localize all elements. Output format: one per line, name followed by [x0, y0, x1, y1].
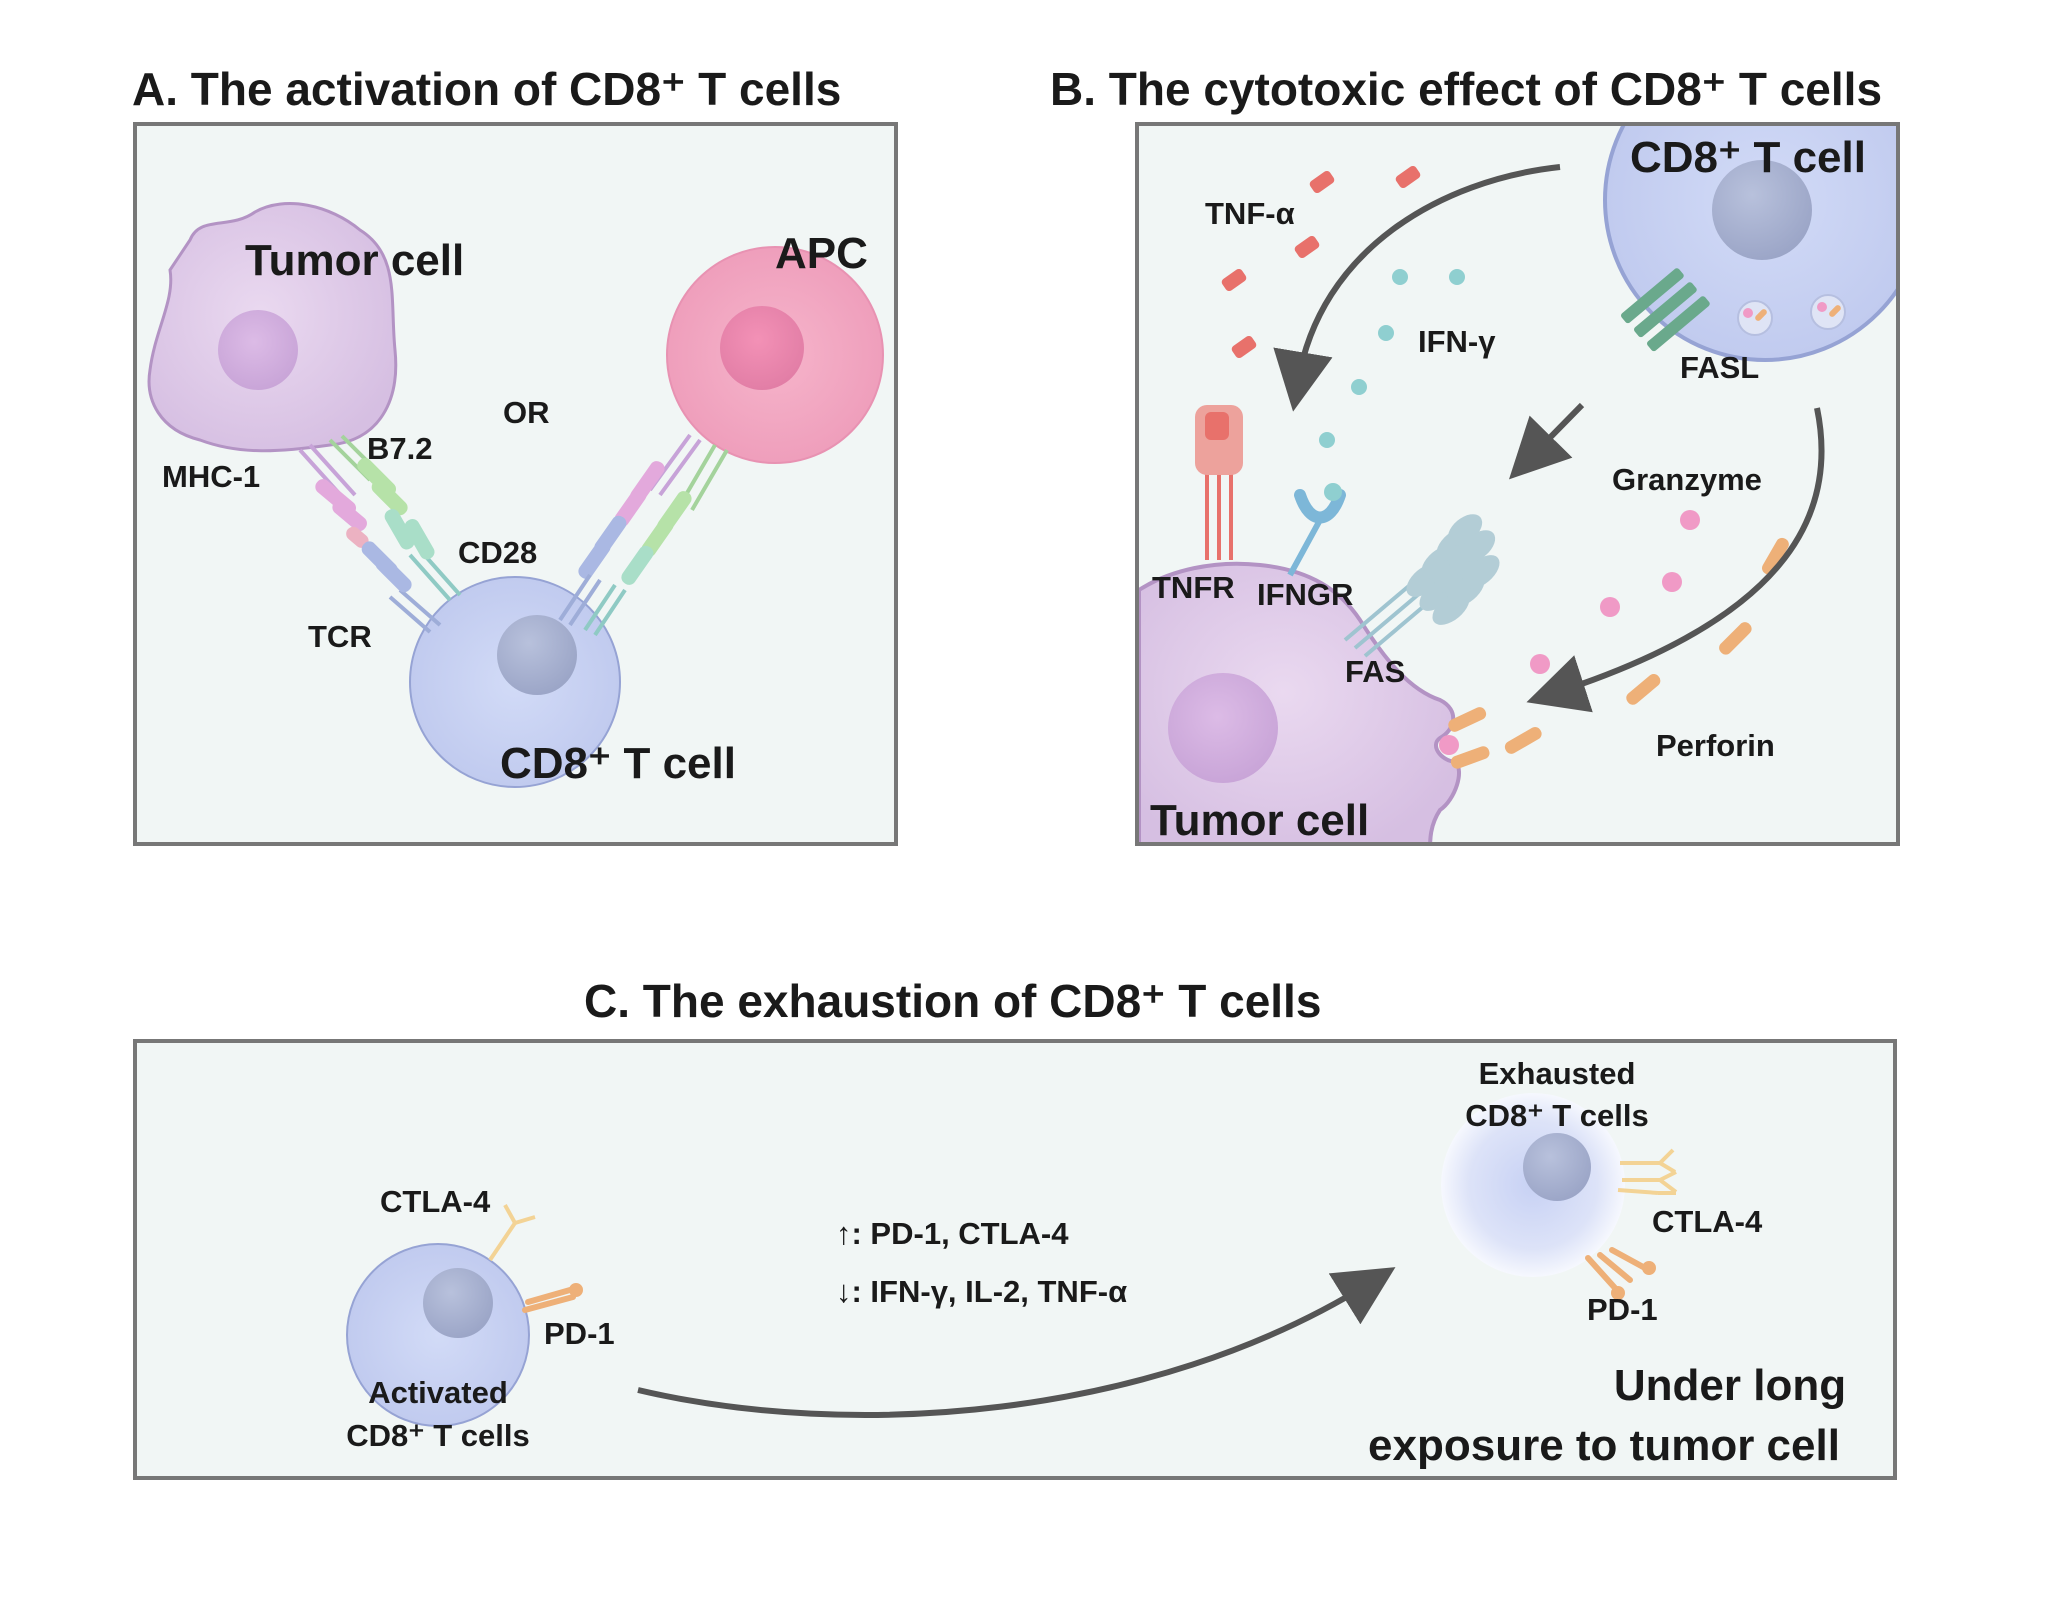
t-cell-b-nucleus — [1712, 160, 1812, 260]
arrow-tcell-to-pore — [1526, 407, 1825, 713]
panel-c: C. The exhaustion of CD8⁺ T cells CTLA-4… — [133, 975, 1897, 1480]
b72-label: B7.2 — [367, 431, 432, 466]
cd28-label: CD28 — [458, 535, 537, 570]
t-cell-a-nucleus — [497, 615, 577, 695]
pd1-left-receptor — [522, 1283, 583, 1313]
fasl-ligand — [1621, 268, 1710, 352]
perforin-particles — [1448, 537, 1789, 769]
or-label: OR — [503, 395, 550, 430]
activated-label-line1: Activated — [368, 1375, 508, 1410]
exposure-label-line2: exposure to tumor cell — [1368, 1421, 1840, 1470]
apc-nucleus — [720, 306, 804, 390]
panel-a: A. The activation of CD8⁺ T cells Tumor … — [132, 63, 898, 846]
upregulated-label: ↑: PD-1, CTLA-4 — [836, 1216, 1069, 1251]
arrow-tcell-to-tnfr — [1273, 164, 1561, 412]
tnfr-receptor — [1195, 405, 1243, 560]
pd1-left-label: PD-1 — [544, 1316, 615, 1351]
downregulated-label: ↓: IFN-γ, IL-2, TNF-α — [836, 1274, 1127, 1309]
ifn-gamma-label: IFN-γ — [1418, 324, 1496, 359]
apc-tcr-pair — [558, 433, 702, 627]
tcr-receptor — [361, 541, 442, 634]
tumor-cell-b-nucleus — [1168, 673, 1278, 783]
vesicle-1 — [1737, 300, 1773, 336]
mhc1-label: MHC-1 — [162, 459, 260, 494]
ctla4-left-receptor — [488, 1204, 536, 1262]
panel-b-title: B. The cytotoxic effect of CD8⁺ T cells — [1050, 63, 1882, 115]
ctla4-left-label: CTLA-4 — [380, 1184, 491, 1219]
fas-label: FAS — [1345, 654, 1405, 689]
perforin-label: Perforin — [1656, 728, 1775, 763]
apc-cd28-pair — [583, 443, 729, 637]
tumor-cell-a-label: Tumor cell — [245, 236, 464, 285]
pore-granzyme — [1439, 735, 1459, 755]
t-cell-a-label: CD8⁺ T cell — [500, 739, 736, 788]
vesicle-2 — [1810, 294, 1846, 330]
exhausted-t-cell-nucleus — [1523, 1133, 1591, 1201]
tnf-alpha-particles — [1221, 165, 1421, 359]
activated-label-line2: CD8⁺ T cells — [346, 1418, 530, 1453]
arrow-tcell-to-fas — [1508, 402, 1585, 480]
tumor-cell-a-nucleus — [218, 310, 298, 390]
fasl-label: FASL — [1680, 350, 1759, 385]
ctla4-right-receptor — [1617, 1148, 1678, 1195]
arrow-exhaustion — [637, 1267, 1396, 1418]
panel-b: B. The cytotoxic effect of CD8⁺ T cells … — [1050, 63, 1900, 846]
b72-receptor — [328, 434, 408, 516]
fas-receptor — [1343, 514, 1500, 658]
panel-c-title: C. The exhaustion of CD8⁺ T cells — [584, 975, 1321, 1027]
t-cell-b-label: CD8⁺ T cell — [1630, 133, 1866, 182]
tnfr-label: TNFR — [1152, 570, 1235, 605]
ifn-gamma-particles — [1319, 269, 1465, 448]
activated-t-cell-nucleus — [423, 1268, 493, 1338]
ctla4-right-label: CTLA-4 — [1652, 1204, 1763, 1239]
apc-label: APC — [775, 229, 868, 278]
tumor-cell-b-label: Tumor cell — [1150, 796, 1369, 845]
pd1-right-label: PD-1 — [1587, 1292, 1658, 1327]
exhausted-label-line1: Exhausted — [1479, 1056, 1636, 1091]
mhc1-receptor — [298, 443, 369, 548]
ifngr-label: IFNGR — [1257, 577, 1353, 612]
exposure-label-line1: Under long — [1614, 1361, 1846, 1410]
granzyme-label: Granzyme — [1612, 462, 1762, 497]
tnf-alpha-label: TNF-α — [1205, 196, 1295, 231]
cd28-receptor — [384, 509, 462, 602]
tcr-label: TCR — [308, 619, 372, 654]
panel-a-title: A. The activation of CD8⁺ T cells — [132, 63, 841, 115]
pd1-right-receptor — [1585, 1247, 1656, 1300]
ifngr-receptor — [1287, 483, 1346, 577]
exhausted-label-line2: CD8⁺ T cells — [1465, 1098, 1649, 1133]
